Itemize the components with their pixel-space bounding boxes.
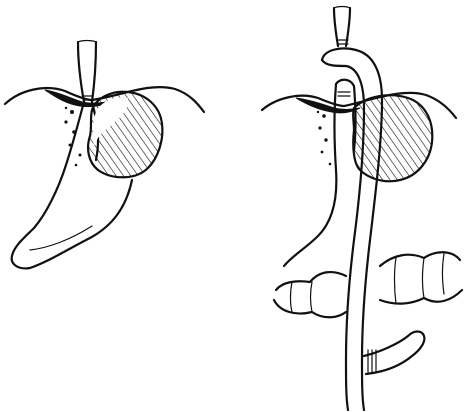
left-esophagus [78, 42, 96, 102]
right-esophagus-top-cap [334, 7, 350, 9]
right-speckles [317, 111, 332, 166]
left-speckles [64, 107, 81, 167]
right-colon-lower [274, 290, 462, 317]
right-panel [262, 7, 462, 411]
right-anastomosis-bottom [364, 332, 424, 375]
left-duodenum [30, 226, 92, 250]
left-esophagus-top [78, 41, 96, 43]
left-panel [5, 41, 204, 269]
right-stump-top-lines [338, 92, 350, 96]
